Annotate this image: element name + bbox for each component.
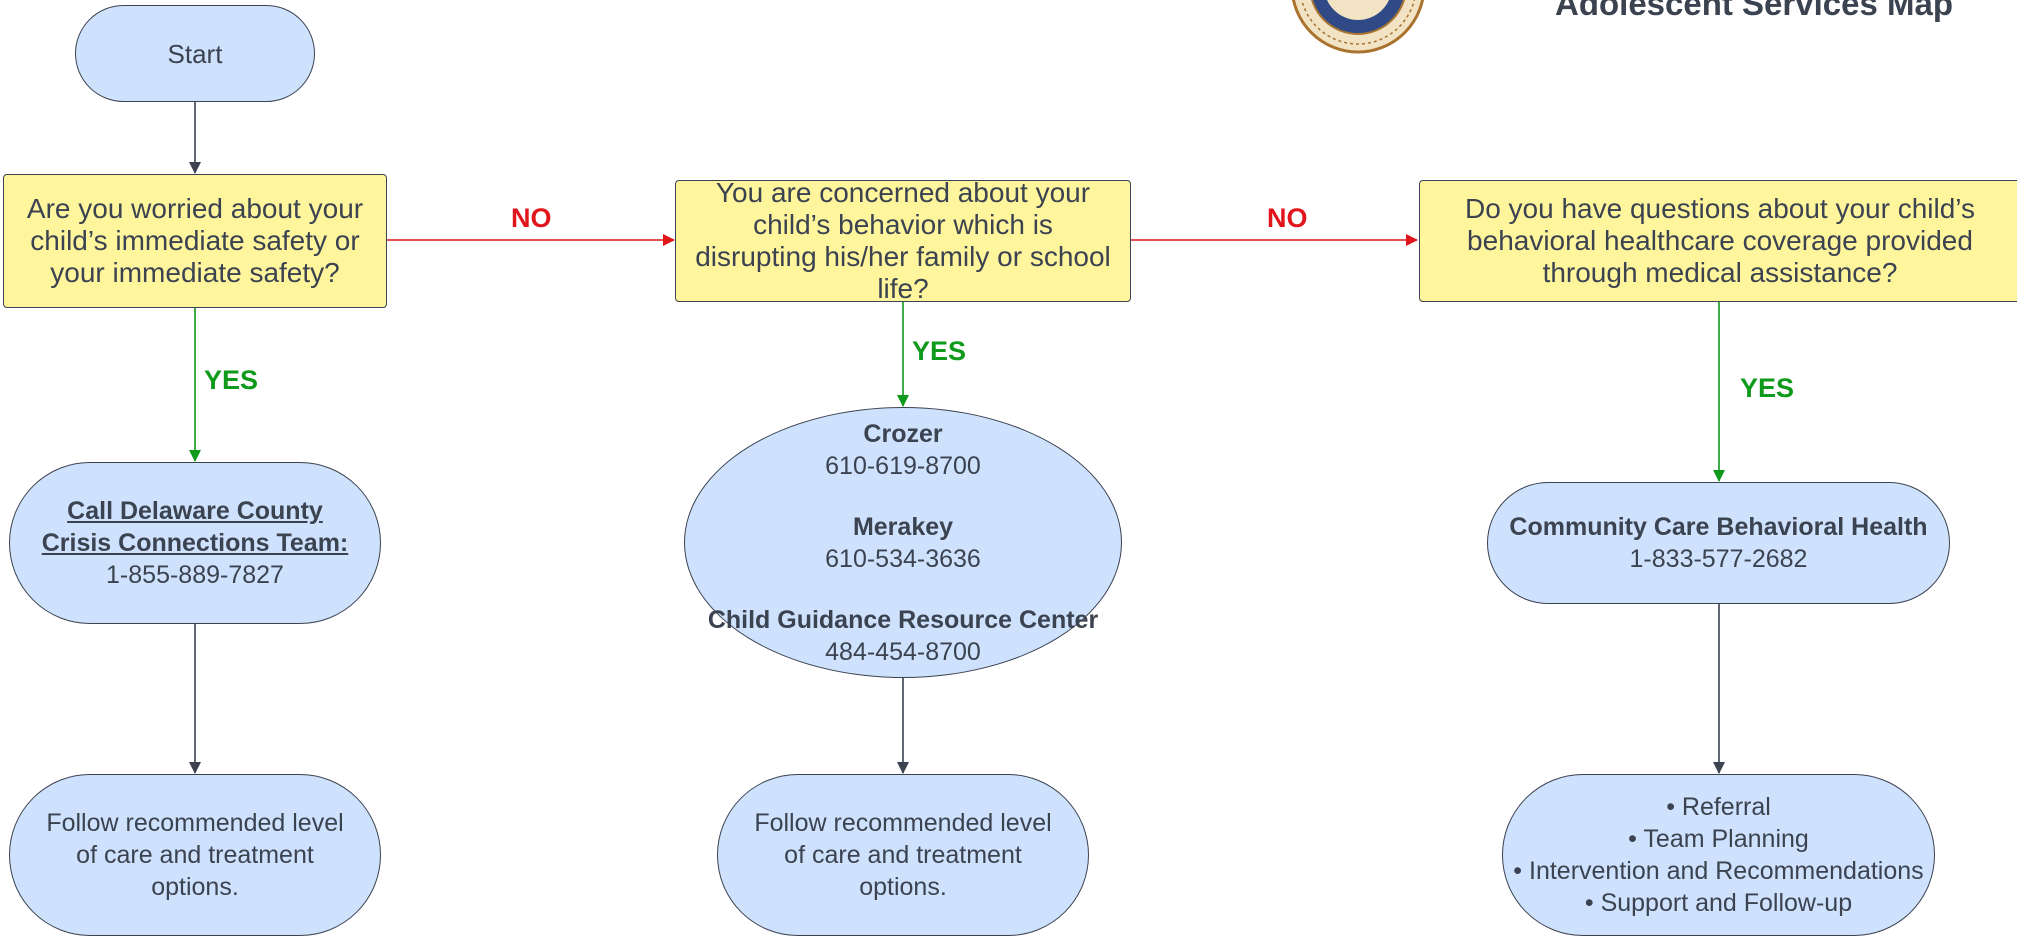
follow-care-text: Follow recommended level of care and tre… — [46, 809, 344, 901]
provider-name: Merakey — [852, 512, 954, 541]
question-immediate-safety: Are you worried about your child’s immed… — [3, 174, 387, 308]
provider-name: Crozer — [863, 419, 943, 448]
follow-care-node-1: Follow recommended level of care and tre… — [9, 774, 381, 936]
provider-name: Child Guidance Resource Center — [707, 605, 1099, 634]
provider-phone: 610-534-3636 — [825, 544, 981, 573]
yes-label-1: YES — [204, 365, 259, 395]
provider-phone: 484-454-8700 — [825, 637, 981, 666]
question-coverage-text: Do you have questions about your child’s… — [1464, 193, 1976, 288]
yes-label-2: YES — [912, 336, 967, 366]
question-behavior-text: You are concerned about your child’s beh… — [695, 177, 1111, 304]
start-node: Start — [75, 5, 315, 102]
no-label-1: NO — [511, 203, 552, 233]
crisis-team-name: Call Delaware County Crisis Connections … — [41, 497, 349, 557]
services-node: • Referral • Team Planning • Interventio… — [1502, 774, 1935, 936]
yes-label-3: YES — [1740, 373, 1795, 403]
providers-node: Crozer 610-619-8700 Merakey 610-534-3636… — [684, 407, 1122, 678]
crisis-team-node: Call Delaware County Crisis Connections … — [9, 462, 381, 624]
crisis-team-phone: 1-855-889-7827 — [106, 561, 284, 589]
county-seal — [1291, 0, 1425, 54]
question-behavior: You are concerned about your child’s beh… — [675, 177, 1131, 304]
question-immediate-safety-text: Are you worried about your child’s immed… — [26, 193, 364, 288]
service-item: • Support and Follow-up — [1584, 889, 1853, 917]
service-item: • Referral — [1666, 793, 1771, 821]
page-title: Adolescent Services Map — [1555, 0, 1953, 22]
follow-care-node-2: Follow recommended level of care and tre… — [717, 774, 1089, 936]
ccbh-name: Community Care Behavioral Health — [1509, 513, 1928, 541]
follow-care-text: Follow recommended level of care and tre… — [754, 809, 1052, 901]
service-item: • Intervention and Recommendations — [1513, 857, 1924, 885]
start-label: Start — [167, 38, 223, 69]
provider-phone: 610-619-8700 — [825, 451, 981, 480]
question-coverage: Do you have questions about your child’s… — [1419, 180, 2017, 302]
service-item: • Team Planning — [1628, 825, 1809, 853]
ccbh-phone: 1-833-577-2682 — [1629, 545, 1808, 573]
ccbh-node: Community Care Behavioral Health 1-833-5… — [1487, 482, 1950, 604]
no-label-2: NO — [1267, 203, 1308, 233]
